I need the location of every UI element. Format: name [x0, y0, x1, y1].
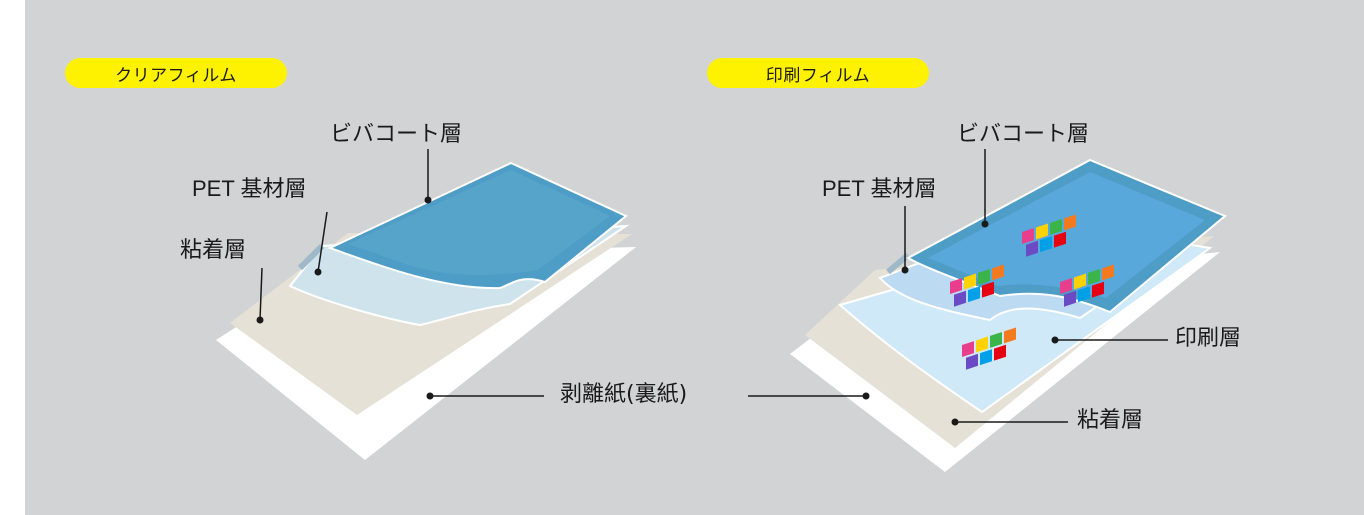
coat-inner-shade	[348, 170, 610, 276]
adhesive-layer-label-left: 粘着層	[180, 238, 247, 263]
clear-film-stack	[216, 161, 636, 460]
leader-pet-left	[317, 211, 328, 273]
print-film-stack	[790, 158, 1227, 472]
print-artwork-4	[962, 327, 1016, 370]
coat-layer-label-right: ビバコート層	[957, 122, 1090, 147]
leader-dot-adhesive-right	[951, 418, 959, 426]
leader-dot-release-right	[862, 392, 870, 400]
pet-edge	[297, 243, 325, 271]
leader-dot-coat-right	[981, 220, 989, 228]
leader-dot-pet-right	[901, 266, 909, 274]
leader-dot-adhesive-left	[256, 316, 264, 324]
print-artwork-1	[1022, 214, 1076, 257]
leader-dot-print-right	[1051, 336, 1059, 344]
leader-dot-pet-left	[314, 268, 322, 276]
coat-inner-shade-right	[928, 172, 1205, 298]
coat-layer-label-left: ビバコート層	[330, 122, 463, 147]
print-layer-label: 印刷層	[1175, 326, 1242, 351]
leader-dot-release-left	[426, 392, 434, 400]
pet-layer-label-right: PET 基材層	[822, 176, 937, 201]
leader-dot-coat-left	[424, 196, 432, 204]
clear-film-badge: クリアフィルム	[65, 58, 287, 88]
pet-layer-label-left: PET 基材層	[192, 176, 307, 201]
print-artwork-3	[1060, 264, 1114, 307]
print-artwork-2	[950, 264, 1004, 307]
print-film-badge: 印刷フィルム	[707, 58, 929, 88]
release-paper-label: 剥離紙(裏紙)	[560, 382, 688, 407]
leader-adhesive-left	[259, 267, 263, 321]
adhesive-layer-label-right: 粘着層	[1077, 408, 1144, 433]
